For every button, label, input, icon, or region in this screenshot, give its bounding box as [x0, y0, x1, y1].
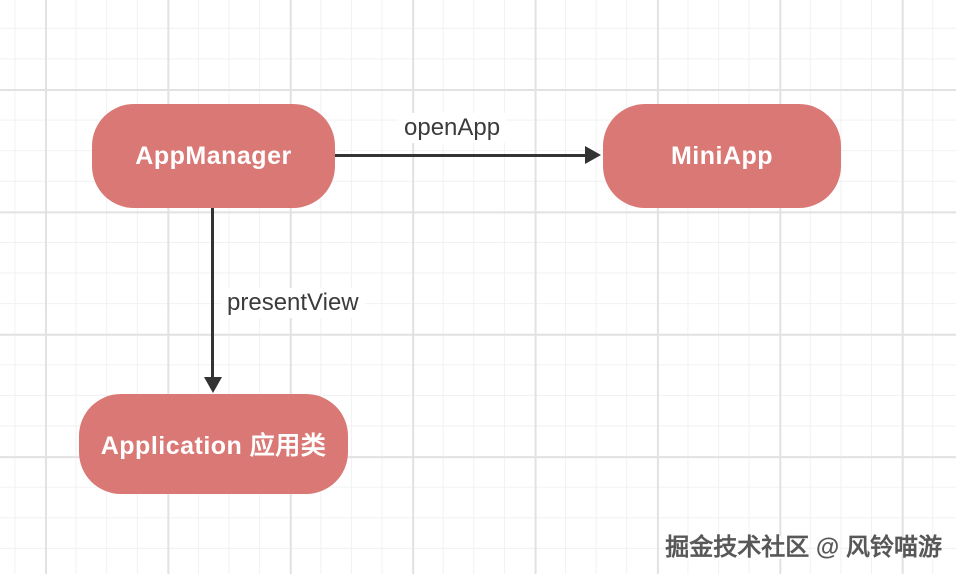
watermark-text: 掘金技术社区 @ 风铃喵游	[665, 534, 942, 561]
edge-label-openapp: openApp	[398, 113, 507, 143]
node-miniapp-label: MiniApp	[670, 141, 774, 170]
edge-openapp-arrowhead-icon	[585, 146, 601, 164]
node-appmanager-label: AppManager	[135, 141, 292, 170]
node-appmanager: AppManager	[92, 104, 335, 208]
node-application-label: Application 应用类	[100, 432, 327, 460]
node-miniapp: MiniApp	[603, 104, 841, 208]
edge-presentview-line	[211, 208, 214, 379]
node-application: Application 应用类	[79, 394, 348, 494]
edge-label-presentview: presentView	[221, 288, 365, 318]
edge-presentview-arrowhead-icon	[203, 377, 222, 393]
edge-openapp-line	[335, 154, 587, 157]
